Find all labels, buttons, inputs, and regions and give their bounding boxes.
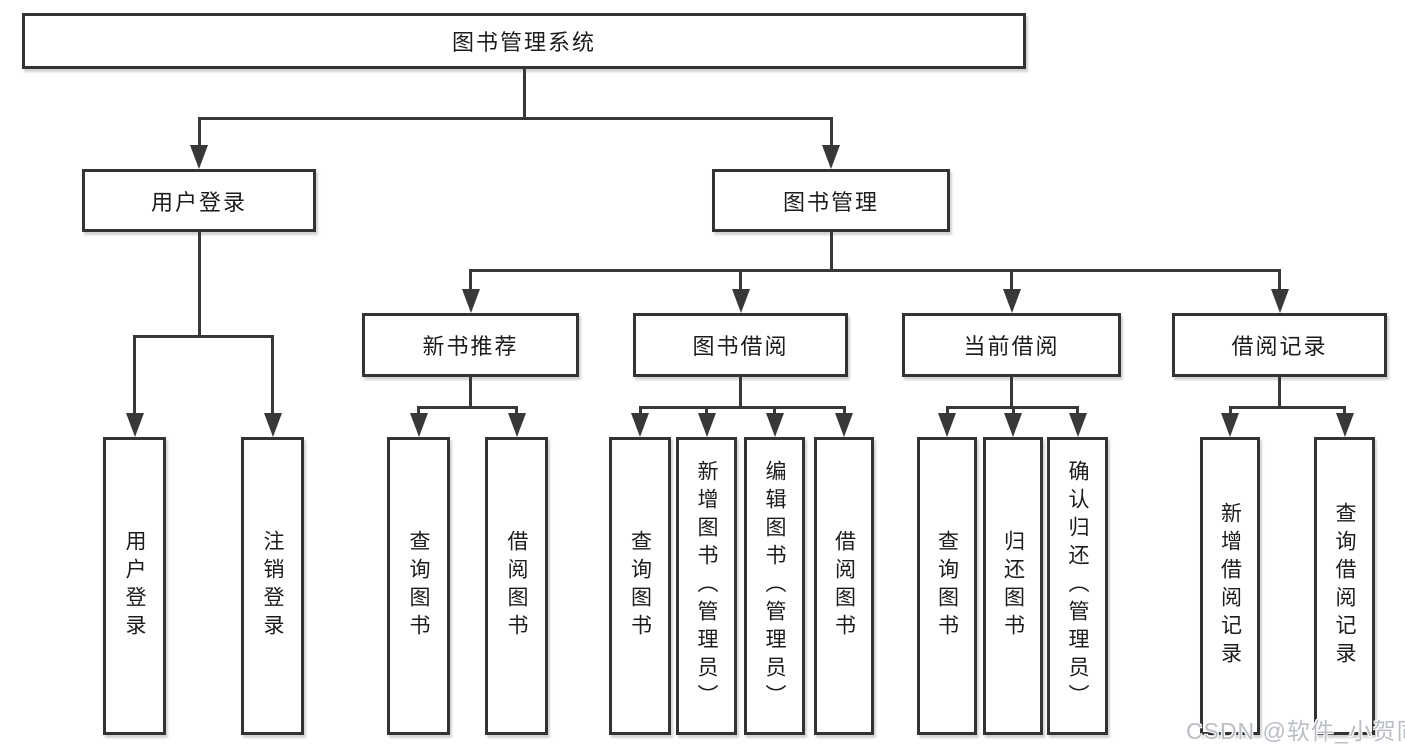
node-new-book-recommend: 新书推荐 [362, 313, 579, 377]
connector-leaf-stem [843, 406, 846, 416]
node-label: 借阅记录 [1231, 334, 1328, 359]
leaf-add-book-admin: 新增图书（管理员） [676, 437, 737, 735]
connector-user-login-stem [198, 117, 201, 147]
leaf-label: 注销登录 [261, 530, 284, 642]
arrow-down-icon [766, 413, 784, 437]
node-library-management-system: 图书管理系统 [22, 13, 1026, 69]
arrow-down-icon [264, 413, 282, 437]
leaf-query-books-borrow: 查询图书 [609, 437, 671, 735]
arrow-down-icon [462, 289, 480, 313]
leaf-query-books-current: 查询图书 [917, 437, 977, 735]
arrow-down-icon [410, 413, 428, 437]
connector-book-management-down [830, 232, 833, 270]
leaf-borrow-books: 借阅图书 [814, 437, 874, 735]
leaf-edit-book-admin: 编辑图书（管理员） [744, 437, 805, 735]
leaf-label: 确认归还（管理员） [1066, 460, 1089, 712]
arrow-down-icon [1069, 413, 1087, 437]
leaf-query-borrow-record: 查询借阅记录 [1314, 437, 1375, 735]
connector-level3-stem [469, 269, 472, 291]
leaf-return-book: 归还图书 [983, 437, 1043, 735]
node-user-login: 用户登录 [82, 169, 316, 232]
connector-user-login-rail [133, 335, 274, 338]
leaf-label: 查询借阅记录 [1333, 502, 1356, 670]
connector-leaf-stem [705, 406, 708, 416]
node-label: 用户登录 [150, 189, 247, 215]
leaf-label: 用户登录 [123, 530, 146, 642]
arrow-down-icon [698, 413, 716, 437]
connector-level2-rail [198, 117, 833, 120]
node-borrow-records: 借阅记录 [1172, 313, 1387, 377]
leaf-label: 归还图书 [1001, 530, 1025, 642]
arrow-down-icon [1003, 289, 1021, 313]
node-label: 图书管理系统 [451, 30, 596, 55]
connector-leaf-stem [1343, 406, 1346, 416]
connector-new-book-rail [417, 406, 518, 409]
leaf-query-books-recommend: 查询图书 [387, 437, 450, 735]
leaf-add-borrow-record: 新增借阅记录 [1200, 437, 1260, 735]
node-label: 当前借阅 [963, 334, 1060, 359]
connector-leaf-stem [946, 406, 949, 416]
arrow-down-icon [835, 413, 853, 437]
arrow-down-icon [732, 289, 750, 313]
connector-leaf-stem [515, 406, 518, 416]
node-label: 图书借阅 [692, 334, 789, 359]
connector-book-borrow-rail [639, 406, 845, 409]
leaf-borrow-books-recommend: 借阅图书 [485, 437, 548, 735]
arrow-down-icon [1271, 289, 1289, 313]
leaf-label: 借阅图书 [832, 530, 856, 642]
connector-user-login-down [198, 232, 201, 336]
arrow-down-icon [508, 413, 526, 437]
connector-book-management-stem [830, 117, 833, 147]
arrow-down-icon [1004, 413, 1022, 437]
node-current-borrow: 当前借阅 [902, 313, 1121, 377]
connector-root-stem [523, 69, 526, 118]
leaf-label: 新增借阅记录 [1218, 502, 1242, 670]
connector-current-borrow-down [1010, 377, 1013, 407]
connector-leaf-stem [133, 335, 136, 415]
arrow-down-icon [1336, 413, 1354, 437]
connector-borrow-records-rail [1229, 406, 1346, 409]
leaf-label: 编辑图书（管理员） [763, 460, 786, 712]
arrow-down-icon [126, 413, 144, 437]
connector-leaf-stem [1229, 406, 1232, 416]
connector-book-borrow-down [739, 377, 742, 407]
leaf-logout: 注销登录 [241, 437, 304, 735]
connector-leaf-stem [1076, 406, 1079, 416]
arrow-down-icon [631, 413, 649, 437]
leaf-user-login: 用户登录 [103, 437, 166, 735]
leaf-label: 查询图书 [935, 530, 959, 642]
connector-level3-stem [1278, 269, 1281, 291]
leaf-label: 查询图书 [628, 530, 652, 642]
connector-new-book-down [469, 377, 472, 407]
arrow-down-icon [190, 145, 208, 169]
connector-leaf-stem [773, 406, 776, 416]
arrow-down-icon [938, 413, 956, 437]
leaf-label: 借阅图书 [505, 530, 528, 642]
connector-leaf-stem [271, 335, 274, 415]
node-label: 新书推荐 [422, 334, 519, 359]
connector-level3-stem [739, 269, 742, 291]
csdn-watermark: CSDN @软件_小贺同学 [1186, 718, 1405, 744]
connector-leaf-stem [417, 406, 420, 416]
connector-leaf-stem [1012, 406, 1015, 416]
node-book-management: 图书管理 [712, 169, 950, 232]
leaf-confirm-return-admin: 确认归还（管理员） [1047, 437, 1108, 735]
arrow-down-icon [1221, 413, 1239, 437]
arrow-down-icon [822, 145, 840, 169]
leaf-label: 查询图书 [407, 530, 430, 642]
connector-leaf-stem [639, 406, 642, 416]
node-book-borrow: 图书借阅 [633, 313, 848, 377]
connector-level3-stem [1010, 269, 1013, 291]
connector-borrow-records-down [1278, 377, 1281, 407]
connector-level3-rail [469, 269, 1281, 272]
leaf-label: 新增图书（管理员） [695, 460, 718, 712]
node-label: 图书管理 [782, 189, 879, 215]
